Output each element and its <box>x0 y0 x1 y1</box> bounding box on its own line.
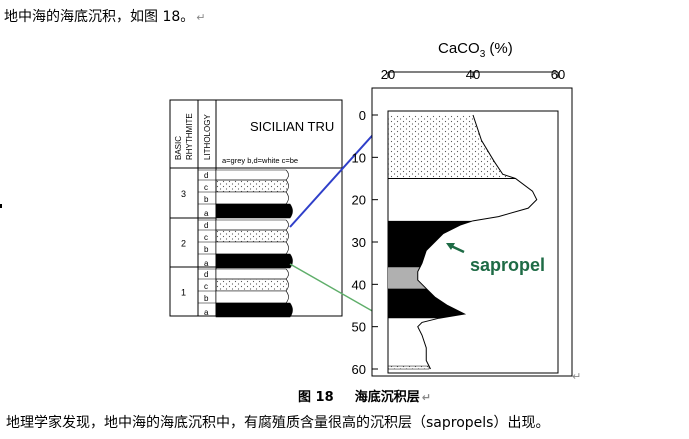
y-tick-label: 20 <box>352 193 366 208</box>
figure-paragraph-mark: ↵ <box>572 370 582 383</box>
layer-band-a <box>215 253 293 269</box>
y-axis: 0 10 20 30 40 50 60 <box>352 108 378 377</box>
layer-label: b <box>204 294 209 303</box>
header-basic: BASIC <box>174 136 183 160</box>
layer-label: a <box>204 209 209 218</box>
bottom-thin-layer <box>387 365 430 370</box>
rhythm-number: 3 <box>181 189 186 199</box>
layer-band-d <box>215 169 289 181</box>
header-rhythmite: RHYTHMITE <box>185 113 194 160</box>
caco3-profile-line <box>417 114 538 370</box>
caption-paragraph-mark: ↵ <box>421 391 431 404</box>
plot-layers <box>387 115 516 370</box>
lithology-panel: BASIC RHYTHMITE LITHOLOGY SICILIAN TRU a… <box>169 99 343 318</box>
header-lithology: LITHOLOGY <box>203 114 212 160</box>
dotted-layer <box>388 115 516 179</box>
chart-x-label: CaCO3 (%) <box>438 40 513 60</box>
figure-caption: 图 18 海底沉积层↵ <box>298 386 431 405</box>
sapropel-layer-upper <box>388 220 473 268</box>
layer-band-a <box>215 302 293 318</box>
y-tick-label: 40 <box>352 277 366 292</box>
layer-label: c <box>204 183 208 192</box>
layer-band-b <box>215 290 289 304</box>
layer-label: d <box>204 221 208 230</box>
annotation-arrow-head <box>446 243 455 250</box>
y-tick-label: 30 <box>352 235 366 250</box>
body-text: 地理学家发现，地中海的海底沉积中，有腐殖质含量很高的沉积层（sapropels）… <box>6 415 550 431</box>
margin-mark <box>0 204 2 208</box>
layer-label: d <box>204 171 208 180</box>
figure-caption-text: 海底沉积层 <box>354 390 420 405</box>
lithology-title: SICILIAN TRU <box>250 119 334 134</box>
layer-band-b <box>215 241 289 255</box>
caco3-chart: CaCO3 (%) 20 40 60 0 10 20 30 40 50 60 sapropel <box>352 40 573 377</box>
rhythm-number: 1 <box>181 288 186 298</box>
sapropel-layer-lower <box>388 288 465 319</box>
layer-label: a <box>204 259 209 268</box>
layer-label: b <box>204 195 209 204</box>
layer-label: b <box>204 245 209 254</box>
y-tick-label: 50 <box>352 320 366 335</box>
x-tick-label: 40 <box>466 67 480 82</box>
layer-band-d <box>215 219 289 231</box>
x-tick-label: 20 <box>381 67 395 82</box>
layer-band-c <box>215 179 289 193</box>
layer-band-c <box>215 278 289 292</box>
y-tick-label: 10 <box>352 150 366 165</box>
sapropel-annotation: sapropel <box>470 255 545 275</box>
grey-layer <box>388 267 427 289</box>
layer-label: d <box>204 270 208 279</box>
x-tick-label: 60 <box>551 67 565 82</box>
layer-band-c <box>215 229 289 243</box>
layer-band-b <box>215 191 289 205</box>
layer-label: a <box>204 308 209 317</box>
layer-band-a <box>215 203 293 219</box>
intro-text-line: 地中海的海底沉积，如图 18。↵ <box>4 6 205 26</box>
y-tick-label: 0 <box>359 108 366 123</box>
paragraph-mark: ↵ <box>196 11 206 24</box>
layer-label: c <box>204 233 208 242</box>
y-tick-label: 60 <box>352 362 366 377</box>
layer-band-d <box>215 268 289 280</box>
rhythm-number: 2 <box>181 239 186 249</box>
lithology-legend: a=grey b,d=white c=be <box>222 156 298 165</box>
x-axis: 20 40 60 <box>381 67 565 82</box>
body-text-line: 地理学家发现，地中海的海底沉积中，有腐殖质含量很高的沉积层（sapropels）… <box>6 412 549 432</box>
figure-caption-label: 图 18 <box>298 390 334 405</box>
layer-label: c <box>204 282 208 291</box>
intro-text: 地中海的海底沉积，如图 18。 <box>4 9 195 25</box>
